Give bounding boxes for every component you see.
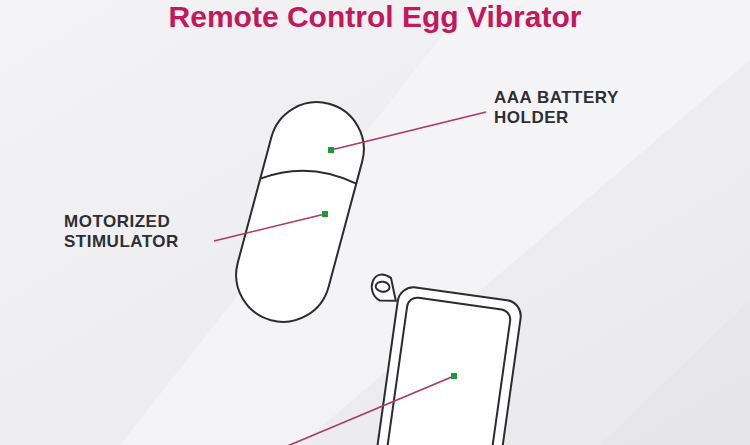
egg-vibrator [226, 92, 375, 333]
leader-line [331, 112, 486, 150]
key-loop [370, 273, 399, 302]
leader-line [214, 214, 325, 241]
title: Remote Control Egg Vibrator [0, 0, 750, 33]
egg-seam [260, 157, 357, 203]
marker-dot [451, 373, 457, 379]
remote-body [374, 285, 523, 445]
background-band [600, 300, 750, 445]
remote-control [346, 273, 524, 445]
marker-dot [328, 147, 334, 153]
leader-line [285, 376, 454, 445]
part-label: MOTORIZED STIMULATOR [64, 212, 214, 253]
remote-face [385, 296, 512, 445]
egg-body [226, 92, 375, 333]
key-loop-hole [375, 281, 390, 293]
marker-dot [322, 211, 328, 217]
part-label: AAA BATTERY HOLDER [494, 88, 644, 129]
